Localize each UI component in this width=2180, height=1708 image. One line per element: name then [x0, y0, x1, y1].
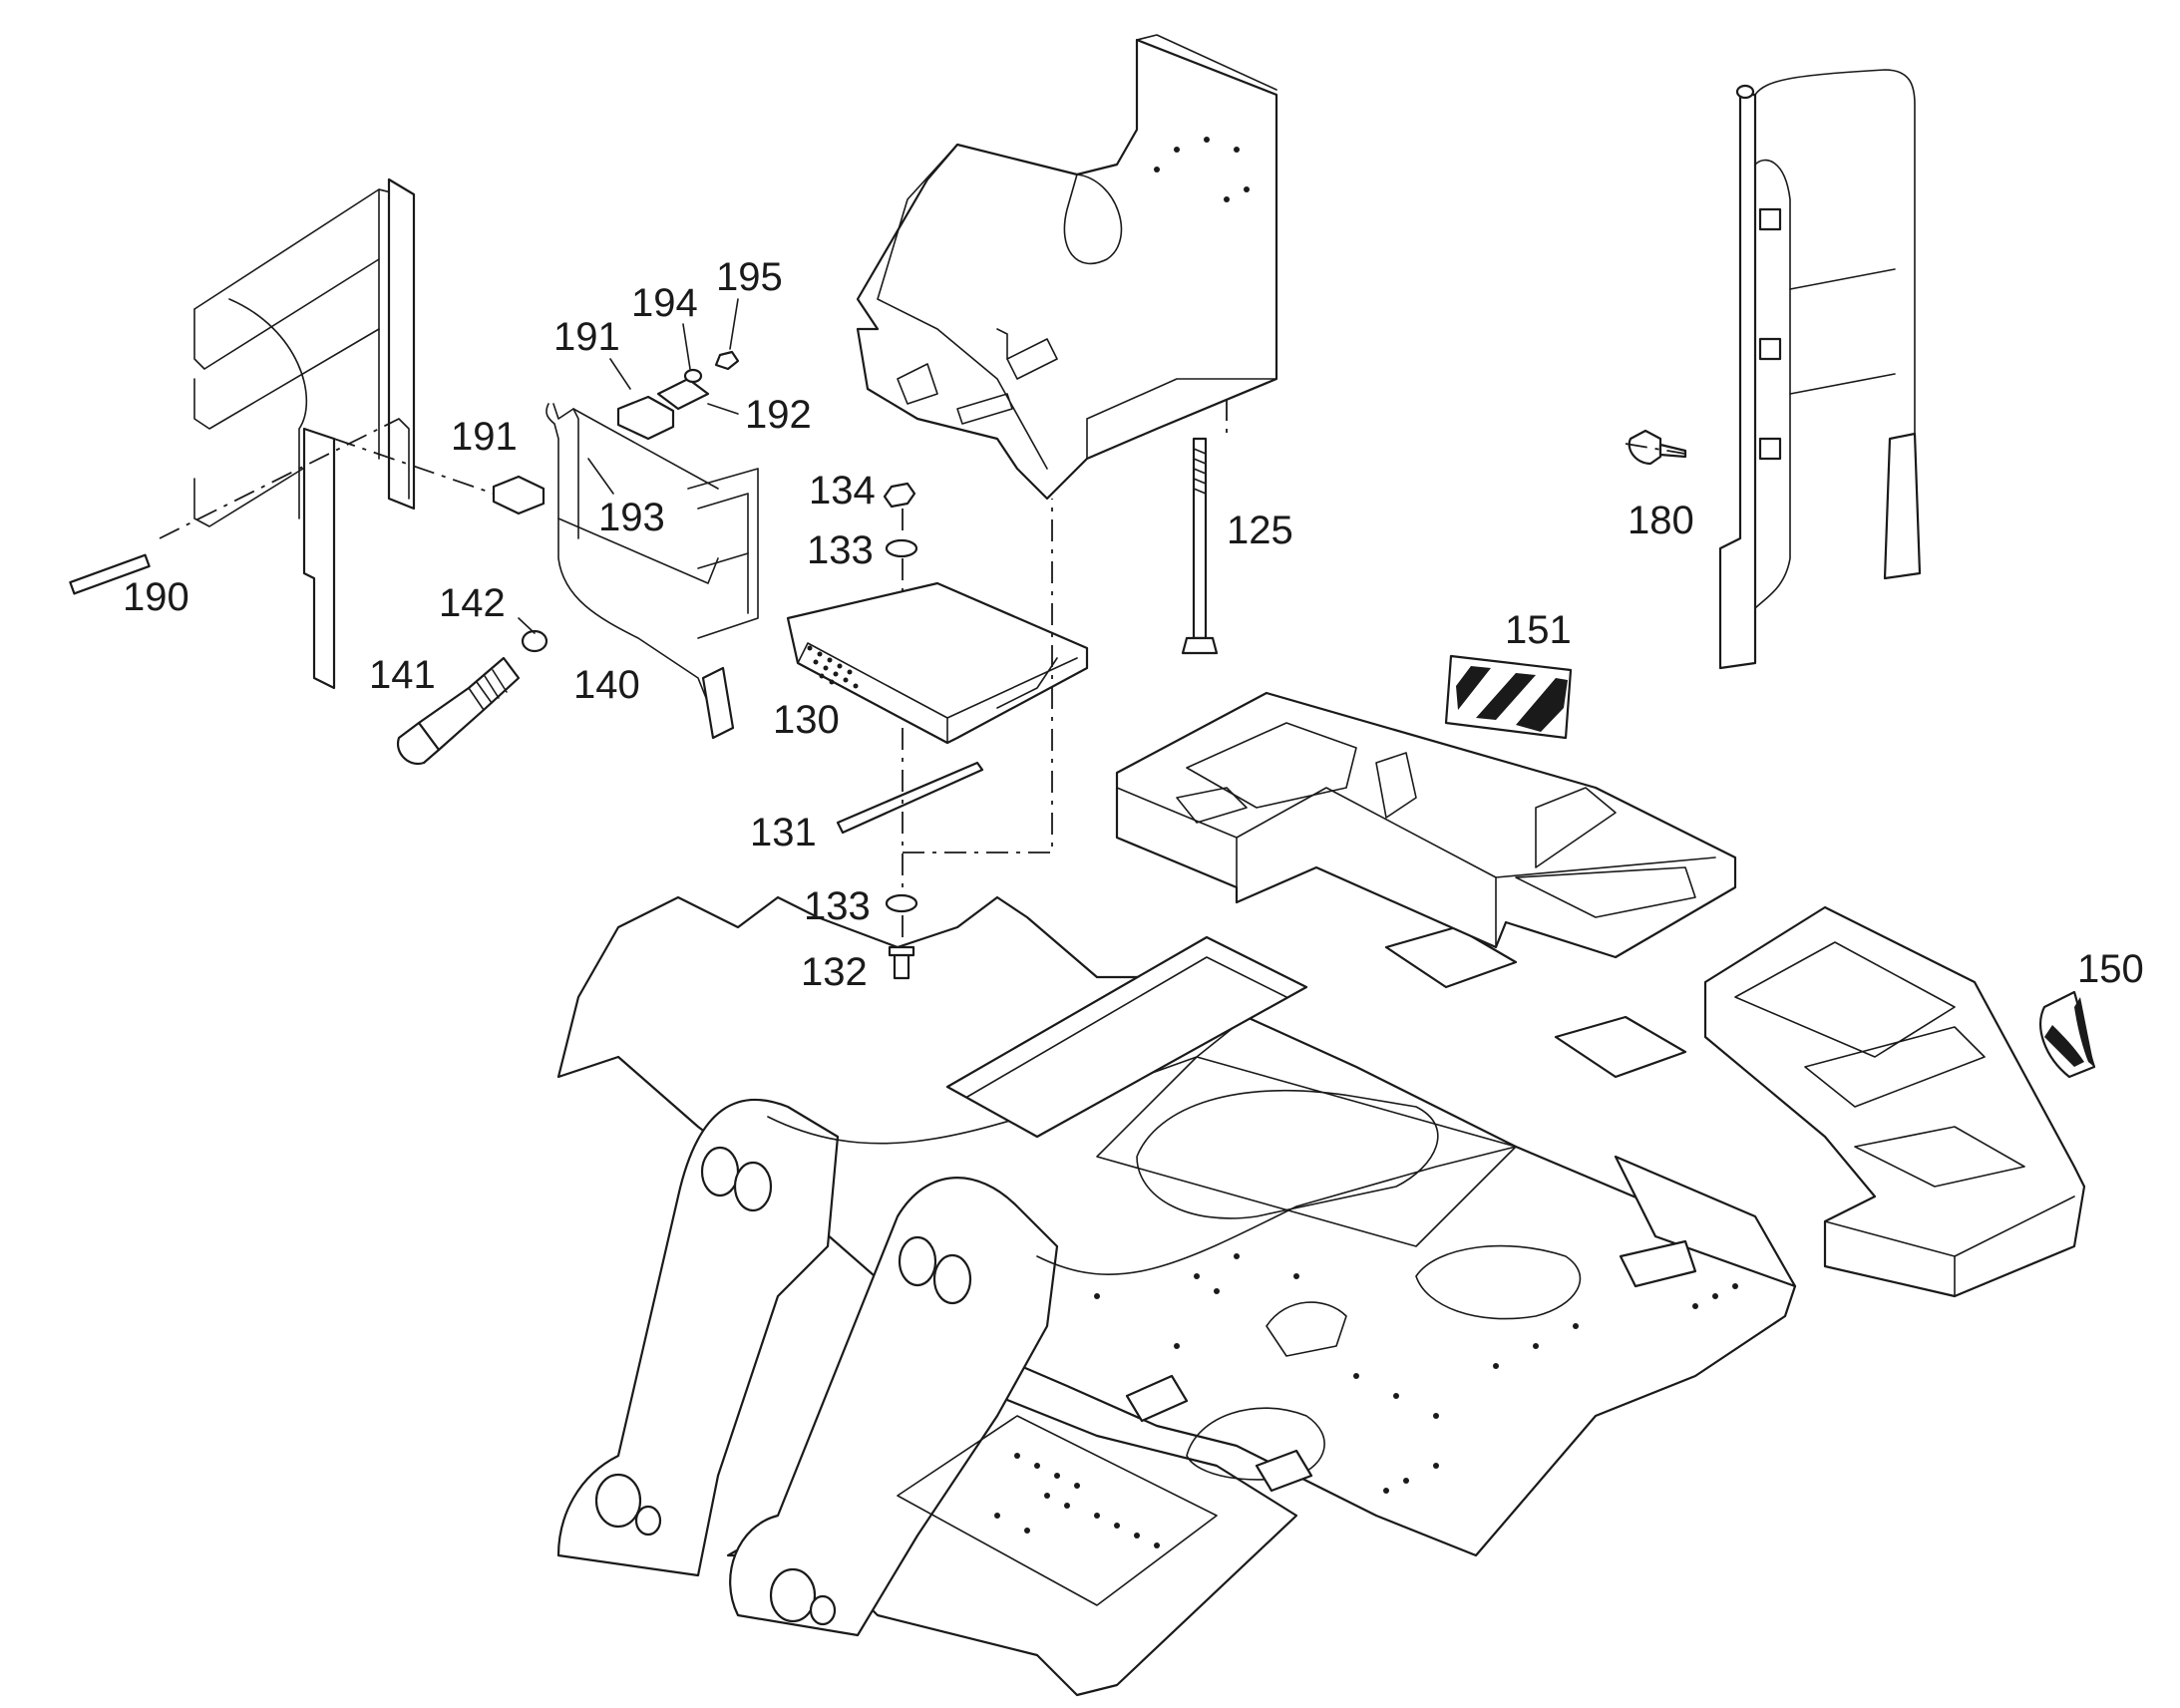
callout-150: 150 — [2077, 947, 2144, 991]
ladder-180 — [1628, 69, 1922, 670]
hardware-stack — [883, 482, 918, 980]
callout-134: 134 — [809, 469, 876, 512]
callout-194: 194 — [631, 281, 698, 325]
label-pointers — [518, 298, 739, 634]
cab-mount — [856, 34, 1278, 501]
decal-151 — [1444, 654, 1573, 740]
decal-150 — [2039, 990, 2096, 1079]
callout-132: 132 — [801, 950, 868, 994]
callout-191-upper: 191 — [553, 315, 620, 359]
battery-tray-130 — [786, 581, 1089, 745]
callout-193: 193 — [598, 496, 665, 539]
callout-142: 142 — [439, 581, 506, 625]
bracket-191 — [492, 395, 675, 515]
plate-192 — [656, 350, 740, 411]
callout-125: 125 — [1227, 509, 1293, 552]
left-railing — [69, 177, 416, 690]
bolt-141 — [396, 656, 521, 766]
callout-141: 141 — [369, 653, 436, 697]
callout-192: 192 — [745, 393, 812, 437]
rear-frame-150 — [1703, 905, 2086, 1298]
callout-130: 130 — [773, 698, 840, 742]
leader-lines — [159, 399, 1686, 945]
callout-133-lower: 133 — [804, 884, 871, 928]
callout-131: 131 — [750, 811, 817, 854]
callout-195: 195 — [716, 255, 783, 299]
main-frame — [556, 895, 1797, 1697]
callout-140: 140 — [573, 663, 640, 707]
strap-131 — [836, 761, 984, 835]
callout-133-upper: 133 — [807, 528, 874, 572]
guard-frame-140 — [521, 403, 759, 740]
callout-190: 190 — [123, 575, 189, 619]
bolt-125 — [1181, 437, 1219, 655]
callout-180: 180 — [1628, 499, 1694, 542]
rear-frame-151 — [1115, 691, 1737, 959]
callout-151: 151 — [1505, 608, 1572, 652]
callout-labels: 125 130 131 132 133 133 134 140 141 142 … — [123, 255, 2144, 994]
callout-191-lower: 191 — [451, 415, 518, 459]
